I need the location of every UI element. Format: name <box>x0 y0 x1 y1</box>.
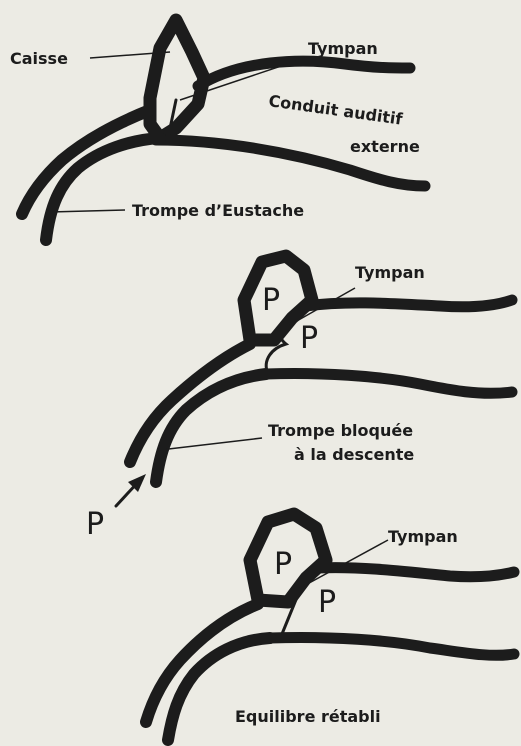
trompe-label: Trompe d’Eustache <box>132 201 304 220</box>
tympan-label: Tympan <box>355 263 425 282</box>
inner-pressure-label: P <box>262 283 280 318</box>
conduit-label-line2: externe <box>350 137 420 156</box>
outer-pressure-label: P <box>300 321 318 356</box>
external-pressure-label: P <box>86 507 104 542</box>
trompe-blocked-label-line2: à la descente <box>294 445 414 464</box>
outer-pressure-label: P <box>318 585 336 620</box>
inner-pressure-label: P <box>274 547 292 582</box>
caisse-label: Caisse <box>10 49 68 68</box>
trompe-blocked-label-line1: Trompe bloquée <box>268 421 413 440</box>
tympanic-cavity-wall <box>150 20 204 138</box>
eustachian-tube-back-wall <box>156 374 266 482</box>
ear-canal-upper-wall <box>318 568 514 577</box>
ear-canal-lower-wall <box>270 637 514 655</box>
tympan-label: Tympan <box>308 39 378 58</box>
diagram-3-equilibrium: Tympan P P Equilibre rétabli <box>146 514 514 740</box>
conduit-label-line1: Conduit auditif <box>267 91 404 129</box>
ear-canal-upper-wall <box>198 61 410 86</box>
equilibrium-caption: Equilibre rétabli <box>235 707 381 726</box>
trompe-leader <box>160 438 262 450</box>
tympan-label: Tympan <box>388 527 458 546</box>
diagram-1-normal-ear: Caisse Tympan Conduit auditif externe Tr… <box>10 20 425 240</box>
ear-canal-upper-wall <box>306 300 512 307</box>
ear-canal-lower-wall <box>266 373 512 393</box>
diagram-2-tube-blocked: Tympan P P Trompe bloquée à la descente … <box>86 256 512 542</box>
trompe-leader <box>50 210 125 212</box>
